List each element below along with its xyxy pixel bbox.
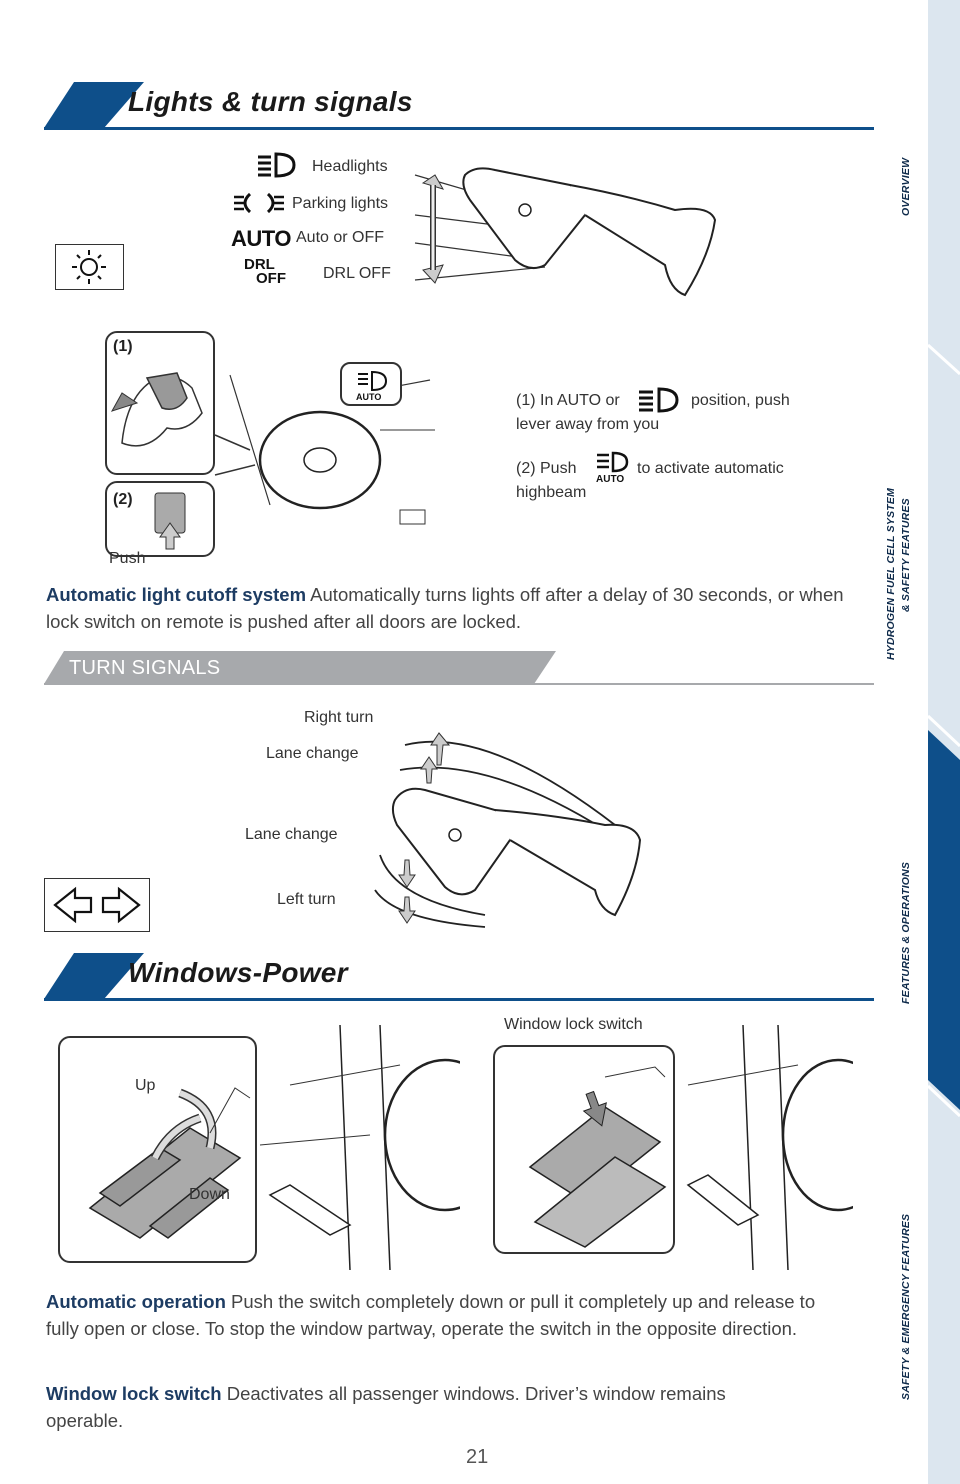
label-auto-or-off: Auto or OFF (296, 229, 385, 246)
light-icon-box (55, 244, 124, 290)
step1-marker: (1) (113, 338, 133, 355)
headlight-symbol-icon (258, 152, 296, 178)
door-panel-illustration-right (686, 1025, 853, 1270)
svg-text:AUTO: AUTO (596, 474, 624, 484)
headlight-inline-icon (639, 387, 679, 413)
step2-marker: (2) (113, 491, 133, 508)
window-switch-callout (58, 1036, 257, 1263)
auto-operation-paragraph: Automatic operation Push the switch comp… (46, 1288, 836, 1342)
callout-step2-frame (105, 481, 215, 557)
headlight-lever-illustration (414, 167, 717, 297)
section-title-windows: Windows-Power (128, 957, 348, 988)
label-left-turn: Left turn (277, 891, 336, 908)
turn-signals-title: TURN SIGNALS (69, 657, 221, 679)
auto-symbol: AUTO (231, 226, 291, 251)
step2-text-b: to activate automatic (637, 460, 784, 477)
step2-text-c: highbeam (516, 484, 587, 501)
window-switch-illustration (88, 1087, 251, 1239)
auto-highbeam-badge: AUTO (340, 362, 402, 406)
push-label: Push (109, 550, 146, 567)
window-lock-callout (493, 1045, 675, 1254)
window-lock-body: Deactivates all passenger windows. Drive… (46, 1383, 726, 1431)
tab-hydrogen-line2[interactable]: & SAFETY FEATURES (900, 498, 912, 612)
window-lock-paragraph: Window lock switch Deactivates all passe… (46, 1380, 806, 1434)
side-tab-shapes (926, 0, 960, 1484)
auto-operation-body: Push the switch completely down or pull … (46, 1291, 816, 1339)
windows-header-wedge (44, 953, 144, 999)
label-lane-change-down: Lane change (245, 826, 338, 843)
label-right-turn: Right turn (304, 709, 374, 726)
auto-operation-heading: Automatic operation (46, 1291, 226, 1312)
sun-light-icon (72, 250, 106, 284)
auto-highbeam-icon: AUTO (356, 370, 388, 402)
step1-text-a: (1) In AUTO or (516, 392, 620, 409)
step1-text-b: position, push (691, 392, 790, 409)
label-lane-change-up: Lane change (266, 745, 359, 762)
turn-lever-illustration (374, 732, 642, 928)
windows-header-rule (44, 998, 874, 1001)
turn-signals-rule (44, 683, 874, 685)
page-number: 21 (466, 1446, 489, 1468)
tab-hydrogen-line1[interactable]: HYDROGEN FUEL CELL SYSTEM (885, 487, 897, 660)
tab-features-operations[interactable]: FEATURES & OPERATIONS (900, 861, 912, 1004)
label-drl-off: DRL OFF (323, 265, 391, 282)
section-title-lights: Lights & turn signals (128, 86, 413, 117)
window-lock-heading: Window lock switch (46, 1383, 222, 1404)
tab-safety-emergency[interactable]: SAFETY & EMERGENCY FEATURES (900, 1213, 912, 1400)
svg-text:AUTO: AUTO (356, 392, 381, 402)
turn-arrows-box (44, 878, 150, 932)
turn-arrows-icon (53, 886, 141, 924)
parking-lights-icon (234, 192, 284, 214)
drl-symbol-line1: DRL (244, 256, 275, 273)
label-down: Down (189, 1186, 230, 1203)
door-panel-illustration-left (259, 1025, 460, 1270)
step2-text-a: (2) Push (516, 460, 577, 477)
label-parking-lights: Parking lights (292, 195, 389, 212)
hand-lever-illustration (110, 372, 203, 447)
auto-cutoff-heading: Automatic light cutoff system (46, 584, 307, 605)
label-up: Up (135, 1077, 156, 1094)
drl-off-symbol: DRL OFF (244, 256, 286, 287)
window-lock-illustration (528, 1066, 667, 1248)
label-window-lock-switch: Window lock switch (504, 1016, 643, 1033)
push-button-illustration (154, 492, 186, 550)
callout-step1-frame (105, 331, 215, 475)
step1-text-c: lever away from you (516, 416, 660, 433)
section-header-rule (44, 127, 874, 130)
turn-signals-header-bar (44, 651, 556, 684)
tab-overview[interactable]: OVERVIEW (900, 157, 912, 216)
auto-cutoff-paragraph: Automatic light cutoff system Automatica… (46, 581, 846, 635)
auto-cutoff-body: Automatically turns lights off after a d… (46, 584, 844, 632)
drl-symbol-line2: OFF (256, 270, 286, 287)
label-headlights: Headlights (312, 158, 388, 175)
auto-highbeam-inline-icon: AUTO (596, 451, 629, 484)
section-header-wedge (44, 82, 144, 128)
